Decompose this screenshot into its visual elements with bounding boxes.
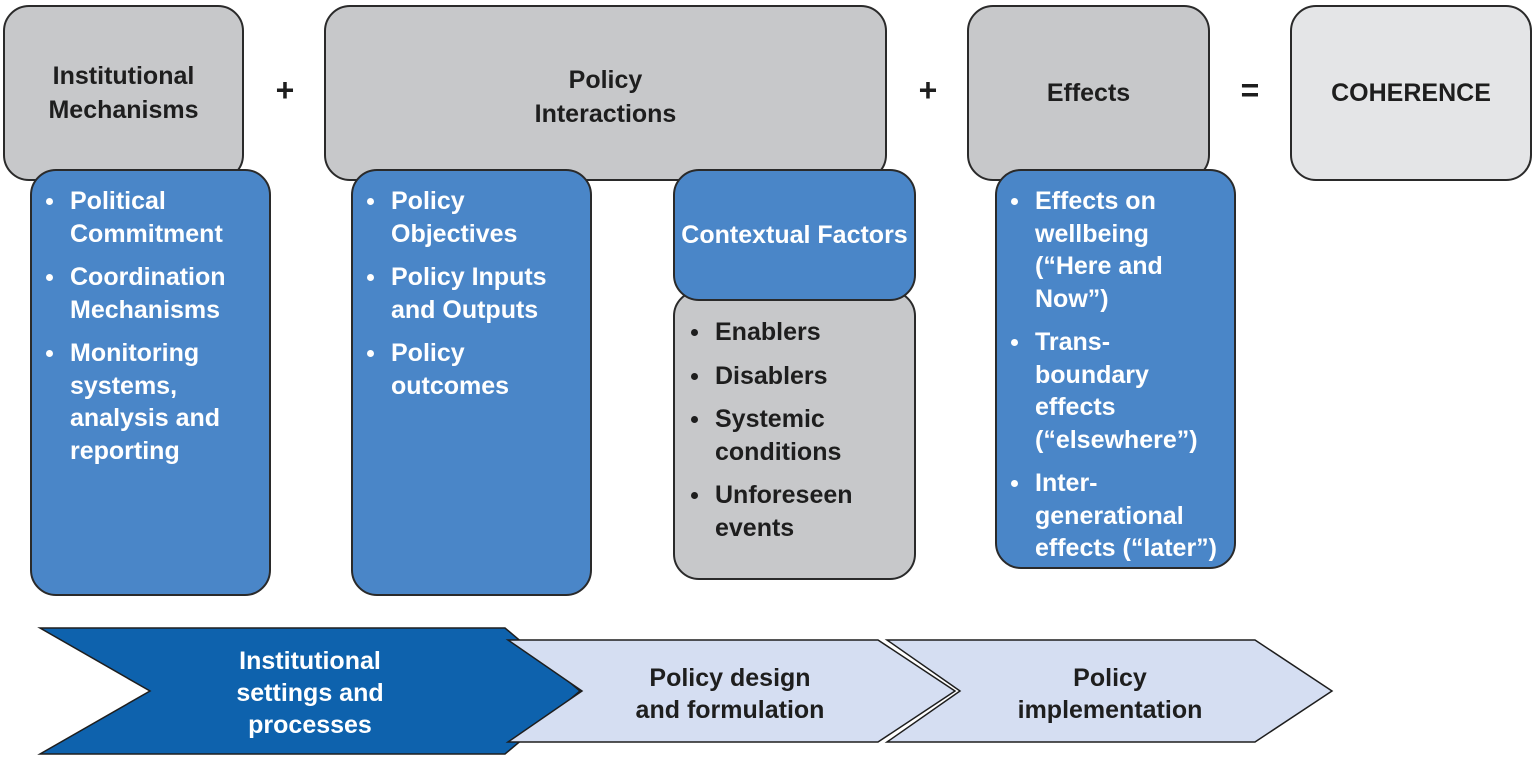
list-item: Inter- generational effects (“later”)	[1001, 467, 1228, 565]
plus-operator-2: +	[918, 72, 938, 108]
list-item: Policy Objectives	[357, 185, 580, 250]
list-item: Coordination Mechanisms	[36, 261, 259, 326]
list-item: Policy outcomes	[357, 337, 580, 402]
effects-list-box: Effects on wellbeing (“Here and Now”) Tr…	[995, 169, 1236, 569]
bullet-icon	[691, 372, 698, 380]
contextual-factors-title: Contextual Factors	[681, 220, 908, 249]
list-item: Trans- boundary effects (“elsewhere”)	[1001, 326, 1228, 456]
bullet-icon	[691, 416, 698, 423]
contextual-factors-list: Enablers Disablers Systemic conditions U…	[681, 316, 908, 544]
institutional-mechanisms-box: Institutional Mechanisms	[3, 5, 244, 181]
arrow-institutional-settings	[37, 627, 582, 755]
bullet-icon	[46, 198, 53, 205]
policy-interactions-box: Policy Interactions	[324, 5, 887, 181]
list-item: Unforeseen events	[681, 479, 908, 544]
effects-label: Effects	[1046, 79, 1131, 107]
arrow-label-policy-implementation: Policy implementation	[1017, 664, 1203, 724]
bullet-icon	[1011, 198, 1018, 205]
bullet-icon	[1011, 480, 1018, 487]
bullet-icon	[46, 350, 53, 357]
list-item: Systemic conditions	[681, 403, 908, 468]
bullet-icon	[367, 274, 374, 281]
arrow-label-institutional-settings: Institutional settings and processes	[236, 647, 384, 739]
bullet-icon	[367, 198, 374, 205]
arrow-policy-implementation	[884, 639, 1334, 743]
bullet-icon	[691, 492, 698, 499]
contextual-factors-title-box: Contextual Factors	[673, 169, 916, 301]
effects-list: Effects on wellbeing (“Here and Now”) Tr…	[1001, 185, 1228, 565]
coherence-box: COHERENCE	[1290, 5, 1532, 181]
policy-list: Policy Objectives Policy Inputs and Outp…	[357, 185, 580, 402]
plus-operator-1: +	[275, 72, 295, 108]
equals-operator: =	[1240, 72, 1260, 108]
list-item: Monitoring systems, analysis and reporti…	[36, 337, 259, 467]
bullet-icon	[367, 350, 374, 357]
policy-interactions-label: Policy Interactions	[534, 66, 677, 128]
contextual-factors-list-box: Enablers Disablers Systemic conditions U…	[673, 290, 916, 580]
institutional-mechanisms-list-box: Political Commitment Coordination Mechan…	[30, 169, 271, 596]
arrow-label-policy-design: Policy design and formulation	[635, 664, 825, 724]
list-item: Political Commitment	[36, 185, 259, 250]
list-item: Disablers	[681, 360, 908, 393]
list-item: Policy Inputs and Outputs	[357, 261, 580, 326]
list-item: Effects on wellbeing (“Here and Now”)	[1001, 185, 1228, 315]
bullet-icon	[46, 274, 53, 281]
arrow-policy-design	[505, 639, 957, 743]
policy-list-box: Policy Objectives Policy Inputs and Outp…	[351, 169, 592, 596]
list-item: Enablers	[681, 316, 908, 349]
institutional-mechanisms-label: Institutional Mechanisms	[48, 62, 199, 124]
bullet-icon	[1011, 339, 1018, 346]
bullet-icon	[691, 329, 698, 336]
effects-box: Effects	[967, 5, 1210, 181]
institutional-mechanisms-list: Political Commitment Coordination Mechan…	[36, 185, 259, 467]
coherence-label: COHERENCE	[1331, 79, 1491, 107]
